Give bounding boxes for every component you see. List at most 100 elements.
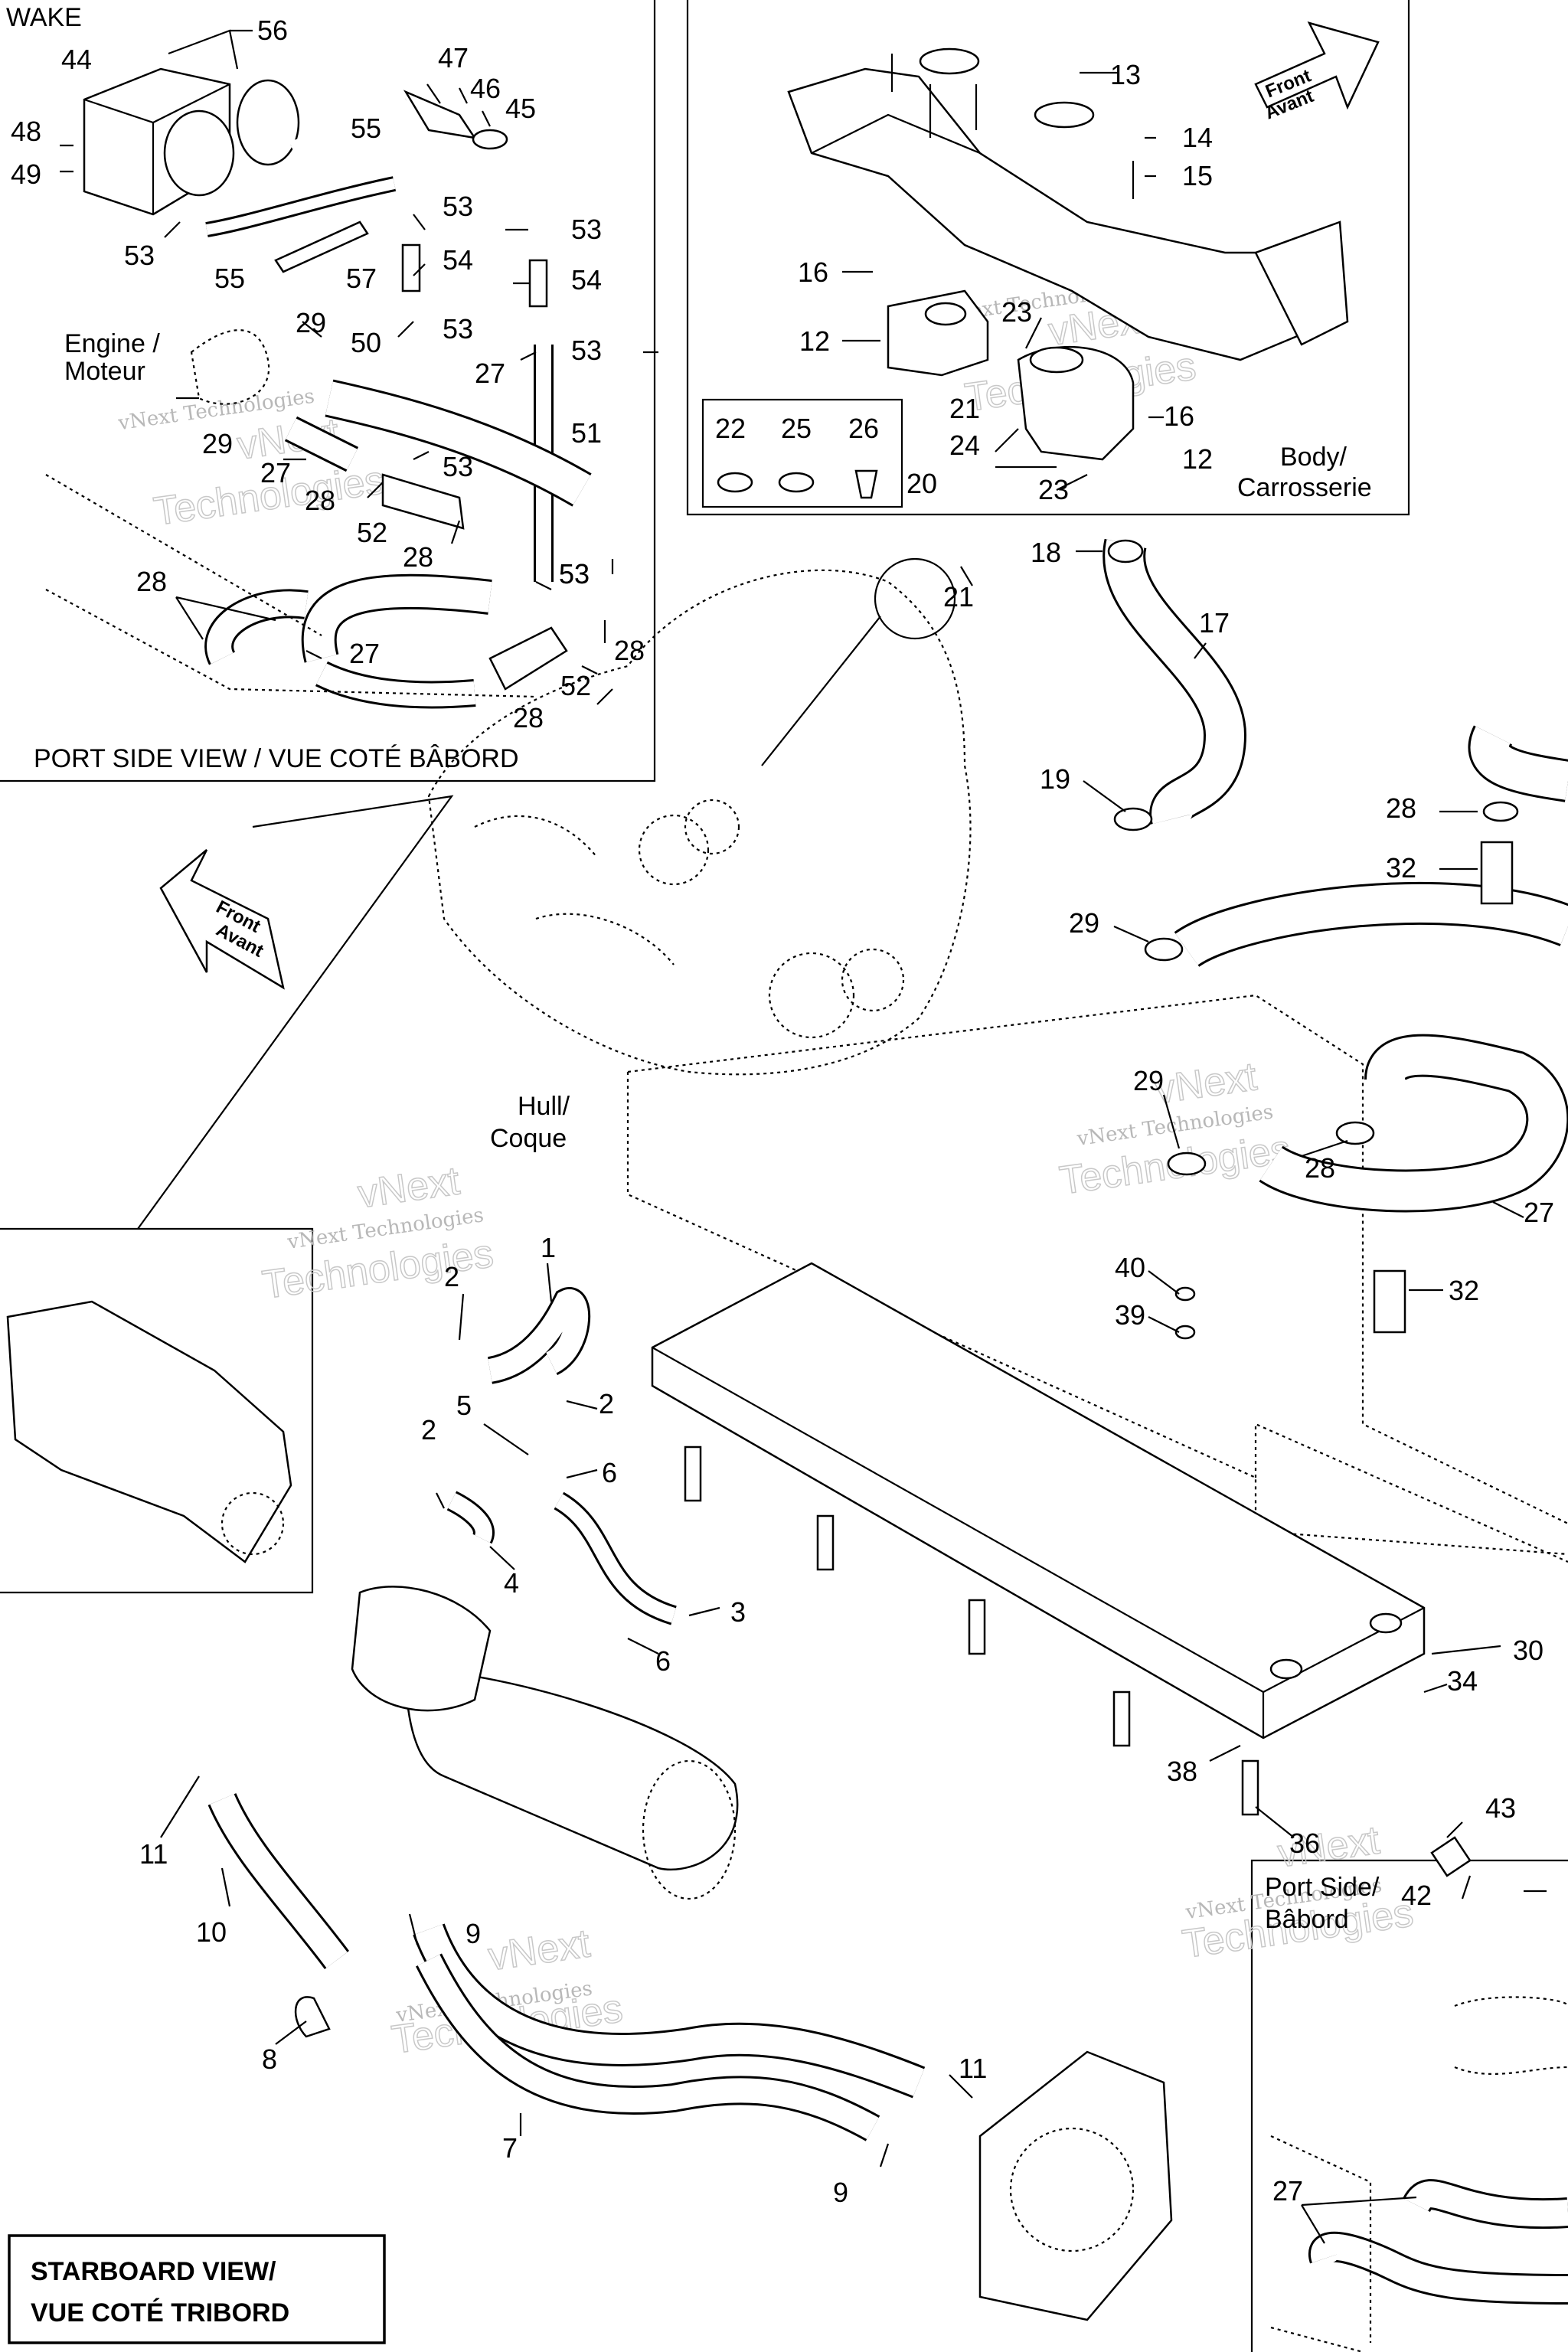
- part-callouts: 56 44 47 46 45 48 49 55 53 53 53 53 54 5…: [11, 15, 1554, 2208]
- callout-52-b: 52: [560, 670, 591, 701]
- mounting-tray: [651, 1262, 1547, 1893]
- callout-23-b: 23: [1038, 474, 1069, 505]
- leader-lines: [60, 29, 1524, 2244]
- body-annotation-1: Body/: [1280, 443, 1347, 472]
- callout-54-a: 54: [443, 244, 473, 276]
- callout-28-f: 28: [1386, 792, 1416, 824]
- callout-16-b: 16: [1164, 400, 1194, 432]
- callout-28-c: 28: [136, 566, 167, 597]
- wake-label: WAKE: [6, 3, 82, 32]
- callout-19: 19: [1040, 763, 1070, 795]
- callout-18: 18: [1031, 537, 1061, 568]
- callout-53-b: 53: [124, 240, 155, 271]
- callout-27-b: 27: [260, 457, 291, 488]
- callout-53-c: 53: [571, 214, 602, 245]
- callout-55-a: 55: [351, 113, 381, 144]
- callout-40: 40: [1115, 1252, 1145, 1283]
- callout-2-c: 2: [421, 1414, 436, 1446]
- callout-4: 4: [504, 1567, 519, 1599]
- starboard-view-title-1: STARBOARD VIEW/: [31, 2257, 276, 2286]
- callout-7: 7: [502, 2132, 518, 2164]
- body-inset-parts: [717, 21, 1380, 499]
- callout-5: 5: [456, 1390, 472, 1421]
- view-titles: WAKE PORT SIDE VIEW / VUE COTÉ BÂBORD ST…: [6, 3, 1380, 2328]
- callout-9-b: 9: [833, 2177, 848, 2208]
- callout-13: 13: [1110, 59, 1141, 90]
- callout-42: 42: [1401, 1880, 1432, 1911]
- engine-annotation-2: Moteur: [64, 357, 145, 386]
- callout-10: 10: [196, 1916, 227, 1948]
- callout-29-a: 29: [296, 307, 326, 338]
- callout-20: 20: [906, 468, 937, 499]
- callout-3: 3: [730, 1596, 746, 1628]
- callout-8: 8: [262, 2043, 277, 2075]
- callout-6-a: 6: [602, 1457, 617, 1488]
- callout-54-b: 54: [571, 264, 602, 296]
- callout-39: 39: [1115, 1299, 1145, 1331]
- callout-47: 47: [438, 42, 469, 74]
- callout-49: 49: [11, 158, 41, 190]
- callout-43: 43: [1485, 1792, 1516, 1824]
- callout-53-g: 53: [559, 558, 590, 590]
- callout-32-b: 32: [1449, 1275, 1479, 1306]
- callout-28-a: 28: [305, 485, 335, 516]
- callout-11-b: 11: [959, 2053, 987, 2084]
- callout-26: 26: [848, 413, 879, 444]
- port-side-inset-parts: [1270, 1996, 1568, 2352]
- clamp-kit-box: [701, 398, 903, 508]
- callout-11-a: 11: [139, 1838, 168, 1870]
- detail-callout-circle: [874, 557, 956, 640]
- callout-34: 34: [1447, 1665, 1478, 1697]
- callout-16-a: 16: [798, 256, 828, 288]
- callout-2-a: 2: [444, 1261, 459, 1292]
- callout-28-d: 28: [614, 635, 645, 666]
- port-side-inset-title-1: Port Side/: [1265, 1873, 1380, 1902]
- starboard-detail-frame: [0, 1227, 314, 1594]
- callout-29-d: 29: [1133, 1065, 1164, 1096]
- callout-50: 50: [351, 327, 381, 358]
- callout-27-e: 27: [1272, 2175, 1303, 2207]
- callout-44: 44: [61, 44, 92, 75]
- callout-48: 48: [11, 116, 41, 147]
- engine-block: [427, 569, 972, 1076]
- callout-24: 24: [949, 430, 980, 461]
- callout-51: 51: [571, 417, 602, 449]
- callout-46: 46: [470, 73, 501, 104]
- callout-25: 25: [781, 413, 812, 444]
- callout-15: 15: [1182, 160, 1213, 191]
- callout-30: 30: [1513, 1635, 1544, 1666]
- callout-12-a: 12: [799, 325, 830, 357]
- starboard-view-title-2: VUE COTÉ TRIBORD: [31, 2298, 289, 2328]
- callout-56: 56: [257, 15, 288, 46]
- watermark: vNext Technologies vNext Technologies vN…: [116, 277, 1417, 2063]
- port-side-view-frame: [0, 0, 656, 782]
- callout-52-a: 52: [357, 517, 387, 548]
- svg-text:vNext: vNext: [485, 1921, 593, 1979]
- callout-28-e: 28: [513, 702, 544, 733]
- callout-53-d: 53: [443, 313, 473, 345]
- hull-outline: [626, 994, 1568, 1563]
- callout-28-g: 28: [1305, 1152, 1335, 1184]
- callout-38: 38: [1167, 1756, 1197, 1787]
- callout-21-b: 21: [943, 581, 974, 612]
- callout-23-a: 23: [1001, 296, 1032, 328]
- port-side-inset-title-2: Bâbord: [1265, 1905, 1349, 1934]
- callout-2-b: 2: [599, 1388, 614, 1419]
- callout-1: 1: [541, 1232, 556, 1263]
- callout-6-b: 6: [655, 1645, 671, 1677]
- callout-14: 14: [1182, 122, 1213, 153]
- callout-29-c: 29: [1069, 907, 1099, 939]
- callout-27-d: 27: [1524, 1197, 1554, 1228]
- callout-29-b: 29: [202, 428, 233, 459]
- callout-45: 45: [505, 93, 536, 124]
- right-hoses: [1102, 538, 1568, 1340]
- starboard-parts: [6, 849, 1173, 2321]
- callout-53-h: 53: [559, 558, 590, 590]
- callout-32-a: 32: [1386, 852, 1416, 884]
- callout-36: 36: [1289, 1828, 1320, 1859]
- callout-28-b: 28: [403, 541, 433, 573]
- hull-annotation-1: Hull/: [518, 1092, 570, 1121]
- engine-annotation-1: Engine /: [64, 329, 160, 358]
- port-side-view-title: PORT SIDE VIEW / VUE COTÉ BÂBORD: [34, 744, 519, 773]
- body-annotation-2: Carrosserie: [1237, 473, 1372, 502]
